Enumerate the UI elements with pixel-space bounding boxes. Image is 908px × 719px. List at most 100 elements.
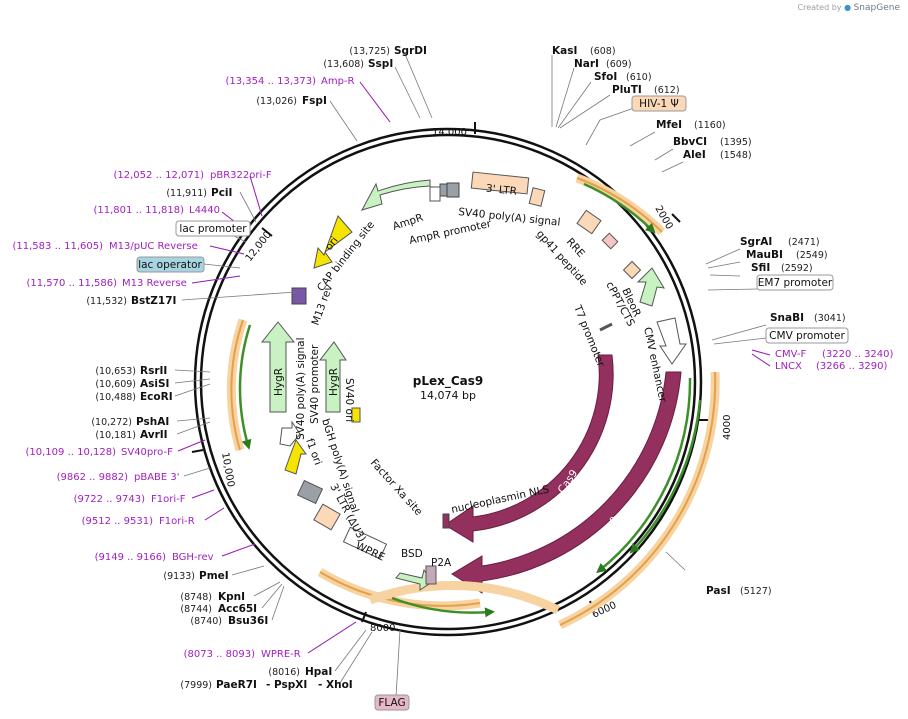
enzyme-labels-right: KasI (608) NarI (609) SfoI (610) PluTI (… <box>552 45 846 597</box>
primer-name: F1ori-R <box>159 516 195 527</box>
enzyme-name: PluTI <box>612 84 642 96</box>
bgh-box <box>296 479 324 505</box>
tick-marks <box>191 122 710 623</box>
lac-promoter-box <box>175 220 251 237</box>
plasmid-name: pLex_Cas9 <box>413 374 484 389</box>
feature-label: f1 ori <box>303 437 324 467</box>
feature-label: BSD <box>401 548 423 560</box>
primer-pos: (12,052 .. 12,071) <box>114 170 205 181</box>
primer-pos: (9512 .. 9531) <box>82 516 154 527</box>
lac-operator-label: lac operator <box>138 259 202 271</box>
primer-pos: (3266 .. 3290) <box>816 361 888 372</box>
enzyme-name: AleI <box>683 149 706 161</box>
lac-promoter-label: lac promoter <box>179 223 247 235</box>
feature-label: 3' LTR <box>485 183 517 198</box>
feature-label: SV40 ori <box>343 378 355 422</box>
primer-labels-left: (13,354 .. 13,373) Amp-R (12,052 .. 12,0… <box>13 76 355 660</box>
primer-pos: (10,109 .. 10,128) <box>26 447 117 458</box>
gp41-box <box>601 232 619 250</box>
primer-pos: (13,354 .. 13,373) <box>226 76 317 87</box>
enzyme-pos: (1548) <box>720 150 752 161</box>
t7-promoter-mark <box>599 322 613 332</box>
enzyme-name: Acc65I <box>218 603 257 615</box>
wpre-box <box>342 526 388 560</box>
enzyme-pos: (10,272) <box>91 417 132 428</box>
enzyme-pos: (13,725) <box>349 46 390 57</box>
enzyme-name: BstZ17I <box>131 295 176 307</box>
primer-pos: (8073 .. 8093) <box>184 649 256 660</box>
hiv-psi-box <box>631 95 687 112</box>
primer-name: pBR322ori-F <box>210 170 272 181</box>
enzyme-name: - XhoI <box>318 679 353 691</box>
enzyme-name: MfeI <box>656 119 682 131</box>
feature-label: M13 rev <box>310 283 336 327</box>
enzyme-pos: (2471) <box>788 237 820 248</box>
primer-name: LNCX <box>775 361 802 372</box>
feature-label: HygR <box>328 368 340 396</box>
enzyme-name: NarI <box>574 58 599 70</box>
ampr-promoter-box <box>446 182 460 198</box>
primer-name: CMV-F <box>775 349 806 360</box>
flag-box <box>374 694 410 711</box>
enzyme-pos: (8016) <box>268 667 300 678</box>
enzyme-name: PaeR7I <box>216 679 257 691</box>
backbone-outer <box>193 127 703 637</box>
cas9-outer-arrow <box>451 371 682 594</box>
enzyme-pos: (7999) <box>180 680 212 691</box>
enzyme-pos: (2549) <box>796 250 828 261</box>
enzyme-pos: (13,608) <box>323 59 364 70</box>
hygr-arrow <box>260 321 296 413</box>
white-small-arrow <box>279 420 301 447</box>
em7-promoter-label: EM7 promoter <box>758 277 833 289</box>
primer-name: F1ori-F <box>151 494 186 505</box>
enzyme-pos: (608) <box>590 46 616 57</box>
enzyme-pos: (8740) <box>190 616 222 627</box>
enzyme-name: SfoI <box>594 71 617 83</box>
lac-block <box>291 287 307 305</box>
primer-name: SV40pro-F <box>121 447 173 458</box>
enzyme-name: EcoRI <box>140 391 173 403</box>
enzyme-pos: (10,609) <box>95 379 136 390</box>
enzyme-pos: (10,653) <box>95 366 136 377</box>
backbone-inner <box>199 133 697 631</box>
enzyme-pos: (11,911) <box>166 188 207 199</box>
flag-label: FLAG <box>378 697 405 709</box>
primer-pos: (11,583 .. 11,605) <box>13 241 104 252</box>
enzyme-pos: (610) <box>626 72 652 83</box>
feature-label: AmpR <box>391 212 425 233</box>
enzyme-name: SnaBI <box>770 312 804 324</box>
primer-pos: (9149 .. 9166) <box>95 552 167 563</box>
plasmid-length: 14,074 bp <box>420 389 476 402</box>
enzyme-name: FspI <box>302 95 327 107</box>
enzyme-name: MauBI <box>746 249 783 261</box>
enzyme-name: Bsu36I <box>228 615 268 627</box>
enzyme-name: AsiSI <box>140 378 169 390</box>
cppt-box <box>622 260 642 280</box>
enzyme-name: SgrDI <box>394 45 427 57</box>
ltr3-box <box>470 171 530 195</box>
created-by-credit: Created by ● SnapGene <box>798 3 901 13</box>
em7-promoter-box <box>756 274 834 291</box>
boxed-labels: HIV-1 Ψ EM7 promoter CMV promoter lac pr… <box>136 95 849 711</box>
small-beige-box <box>528 187 546 207</box>
enzyme-name: SspI <box>368 58 393 70</box>
bleor-arrow <box>636 267 665 307</box>
enzyme-name: AvrII <box>140 429 168 441</box>
enzyme-pos: (9133) <box>163 571 195 582</box>
p2a-box <box>425 565 437 585</box>
primer-labels-right: CMV-F (3220 .. 3240) LNCX (3266 .. 3290) <box>775 349 894 372</box>
primer-pos: (9862 .. 9882) <box>57 472 129 483</box>
enzyme-name: SfiI <box>751 262 770 274</box>
ori-arrow <box>313 215 353 269</box>
tick-label-14000: 14,000 <box>432 127 467 138</box>
cmv-promoter-box <box>765 327 849 344</box>
lac-operator-box <box>136 256 205 273</box>
primer-pos: (3220 .. 3240) <box>822 349 894 360</box>
tick-label-4000: 4000 <box>722 415 733 440</box>
orange-feature-arcs <box>226 173 720 630</box>
enzyme-name: PmeI <box>199 570 229 582</box>
credit-brand: SnapGene <box>853 3 900 13</box>
sv40-polya-top-box <box>429 186 441 202</box>
enzyme-name: KpnI <box>218 591 245 603</box>
